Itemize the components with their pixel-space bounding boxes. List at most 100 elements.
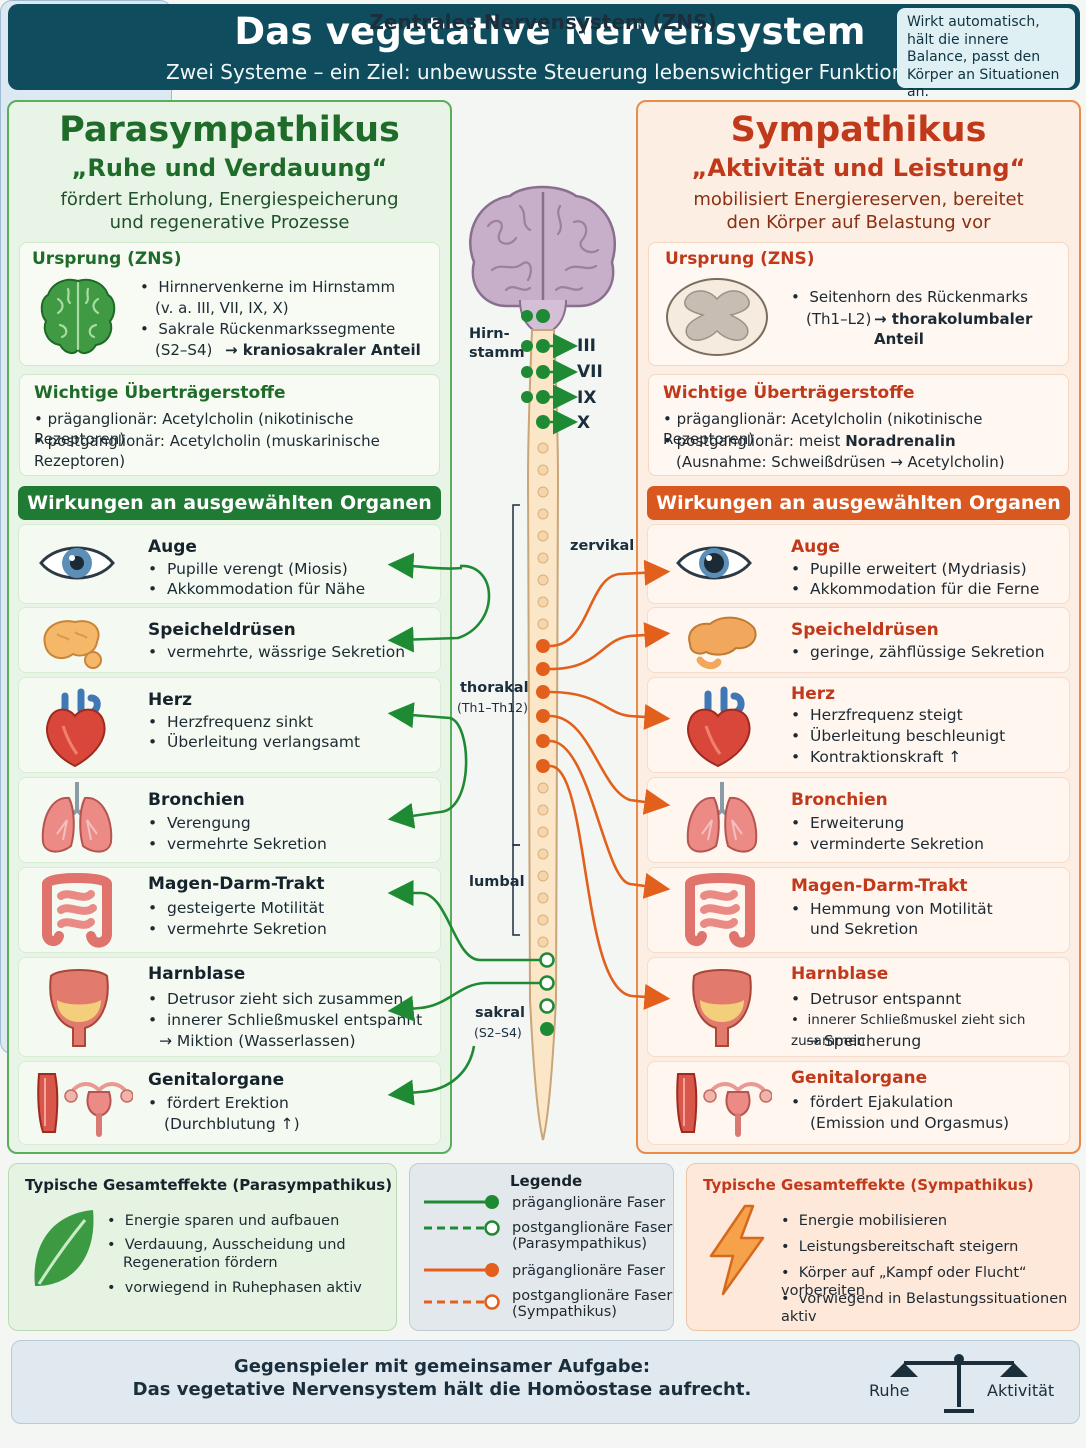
organ-effect: gesteigerte Motilität — [167, 899, 325, 917]
legend: Legende präganglionäre Faser postganglio… — [409, 1163, 674, 1331]
para-origin-item: (v. a. III, VII, IX, X) — [155, 299, 289, 317]
footer-banner: Gegenspieler mit gemeinsamer Aufgabe: Da… — [11, 1340, 1080, 1424]
eye-icon — [39, 546, 115, 580]
legend-swatches — [424, 1195, 500, 1310]
sym-transmitter-item: (Ausnahme: Schweißdrüsen → Acetylcholin) — [676, 453, 1005, 471]
heart-icon — [46, 688, 106, 768]
sym-origin-item: Seitenhorn des Rückenmarks — [809, 288, 1028, 306]
legend-title: Legende — [510, 1172, 583, 1190]
header-note: Wirkt automatisch, hält die innere Balan… — [897, 8, 1075, 100]
organ-name: Magen-Darm-Trakt — [791, 876, 968, 896]
para-origin-item: Hirnnervenkerne im Hirnstamm — [158, 278, 396, 296]
organ-name: Magen-Darm-Trakt — [148, 874, 325, 894]
genital-organs-icon — [37, 1073, 133, 1137]
para-organ-herz: Herz • Herzfrequenz sinkt • Überleitung … — [18, 677, 441, 773]
organ-name: Genitalorgane — [148, 1070, 285, 1090]
footer-line-2: Das vegetative Nervensystem hält die Hom… — [132, 1379, 752, 1400]
organ-effect: Kontraktionskraft ↑ — [810, 748, 962, 766]
balance-scale-icon — [890, 1354, 1028, 1413]
sym-motto: „Aktivität und Leistung“ — [691, 154, 1026, 182]
zervikal-label: zervikal — [570, 538, 635, 554]
lungs-icon — [41, 782, 113, 853]
sym-total-effects: Typische Gesamteffekte (Sympathikus) • E… — [686, 1163, 1080, 1331]
spinal-cord — [526, 329, 560, 1141]
organ-effect: (Durchblutung ↑) — [164, 1115, 300, 1133]
organ-name: Speicheldrüsen — [148, 620, 296, 640]
eye-icon — [676, 546, 752, 580]
sym-organ-auge: Auge • Pupille erweitert (Mydriasis) • A… — [647, 524, 1070, 604]
organ-effect: Akkommodation für Nähe — [167, 580, 366, 598]
organ-effect: → Speicherung — [806, 1032, 922, 1050]
para-title: Parasympathikus — [59, 110, 400, 150]
sym-title: Sympathikus — [730, 110, 987, 150]
nerve-label: IX — [577, 388, 597, 408]
brain-icon — [40, 278, 116, 355]
organ-effect: vermehrte, wässrige Sekretion — [167, 643, 406, 661]
sym-organ-harnblase: Harnblase • Detrusor entspannt • innerer… — [647, 957, 1070, 1057]
organ-effect: Detrusor entspannt — [810, 990, 962, 1008]
header-banner: Das vegetative Nervensystem Zwei Systeme… — [8, 4, 1080, 100]
sakral-range: (S2–S4) — [474, 1025, 522, 1040]
sym-transmitter-noradrenalin: Noradrenalin — [845, 432, 956, 450]
para-transmitter-title: Wichtige Überträgerstoffe — [34, 383, 286, 403]
para-organ-harnblase: Harnblase • Detrusor zieht sich zusammen… — [18, 957, 441, 1057]
heart-icon — [687, 686, 751, 768]
sym-origin-title: Ursprung (ZNS) — [665, 249, 815, 269]
organ-name: Auge — [791, 537, 840, 557]
brain-illustration — [469, 185, 617, 338]
organ-effect: (Emission und Orgasmus) — [810, 1114, 1010, 1132]
brainstem-nuclei — [521, 309, 550, 429]
legend-item: (Parasympathikus) — [512, 1236, 648, 1252]
organ-effect: und Sekretion — [810, 920, 919, 938]
organ-effect: Überleitung beschleunigt — [810, 727, 1006, 745]
organ-effect: innerer Schließmuskel entspannt — [167, 1011, 423, 1029]
sym-total-item: Körper auf „Kampf oder Flucht“ vorbereit… — [781, 1265, 1027, 1299]
genital-organs-icon — [676, 1073, 772, 1137]
sym-organ-genital: Genitalorgane • fördert Ejakulation (Emi… — [647, 1061, 1070, 1145]
para-origin-item: Sakrale Rückenmarkssegmente — [158, 320, 396, 338]
sym-organ-speicheldruesen: Speicheldrüsen • geringe, zähflüssige Se… — [647, 607, 1070, 673]
para-organ-bronchien: Bronchien • Verengung • vermehrte Sekret… — [18, 777, 441, 863]
page-subtitle: Zwei Systeme – ein Ziel: unbewusste Steu… — [166, 60, 930, 84]
lumbal-label: lumbal — [469, 874, 525, 890]
legend-item: präganglionäre Faser — [512, 1195, 666, 1211]
organ-name: Bronchien — [148, 790, 245, 810]
zns-title: Zentrales Nervensystem (ZNS) — [369, 10, 717, 34]
sym-total-item: Energie mobilisieren — [798, 1213, 948, 1229]
organ-name: Harnblase — [148, 964, 246, 984]
sym-transmitter-item: postganglionär: meist — [676, 432, 841, 450]
organ-effect: Überleitung verlangsamt — [167, 733, 361, 751]
sym-total-title: Typische Gesamteffekte (Sympathikus) — [703, 1176, 1034, 1194]
organ-effect: Hemmung von Motilität — [810, 900, 993, 918]
organ-name: Auge — [148, 537, 197, 557]
organ-effect: vermehrte Sekretion — [167, 835, 327, 853]
sym-organ-herz: Herz • Herzfrequenz steigt • Überleitung… — [647, 677, 1070, 773]
para-origin-box: Ursprung (ZNS) • Hirnnervenkerne im Hirn… — [19, 242, 440, 366]
para-transmitter-box: Wichtige Überträgerstoffe • präganglionä… — [19, 374, 440, 476]
legend-item: (Sympathikus) — [512, 1304, 617, 1320]
parasympathikus-column: Parasympathikus „Ruhe und Verdauung“ för… — [7, 100, 452, 1154]
para-organ-genital: Genitalorgane • fördert Erektion (Durchb… — [18, 1061, 441, 1145]
organ-effect: Verengung — [167, 814, 251, 832]
organ-effect: verminderte Sekretion — [810, 835, 984, 853]
organ-effect: Erweiterung — [810, 814, 905, 832]
legend-item: präganglionäre Faser — [512, 1263, 666, 1279]
organ-effect: Pupille verengt (Miosis) — [167, 560, 348, 578]
sym-origin-conclusion: → thorakolumbaler Anteil — [874, 310, 1033, 348]
intestine-icon — [42, 873, 112, 948]
legend-item: postganglionäre Faser — [512, 1220, 673, 1236]
para-organ-speicheldruesen: Speicheldrüsen • vermehrte, wässrige Sek… — [18, 607, 441, 673]
para-total-effects: Typische Gesamteffekte (Parasympathikus)… — [8, 1163, 397, 1331]
leaf-icon — [34, 1210, 94, 1286]
spinal-cord-cross-section-icon — [666, 278, 768, 356]
organ-name: Harnblase — [791, 964, 889, 984]
cranial-nerve-lines — [550, 333, 578, 435]
para-total-title: Typische Gesamteffekte (Parasympathikus) — [25, 1176, 393, 1194]
sym-organ-magen-darm: Magen-Darm-Trakt • Hemmung von Motilität… — [647, 867, 1070, 953]
intestine-icon — [685, 873, 755, 948]
thorakal-label: thorakal — [460, 680, 529, 696]
para-description: fördert Erholung, Energiespeicherung und… — [60, 189, 399, 233]
para-effects-band: Wirkungen an ausgewählten Organen — [18, 486, 441, 520]
para-total-item: Verdauung, Ausscheidung und — [124, 1237, 346, 1253]
organ-name: Genitalorgane — [791, 1068, 928, 1088]
